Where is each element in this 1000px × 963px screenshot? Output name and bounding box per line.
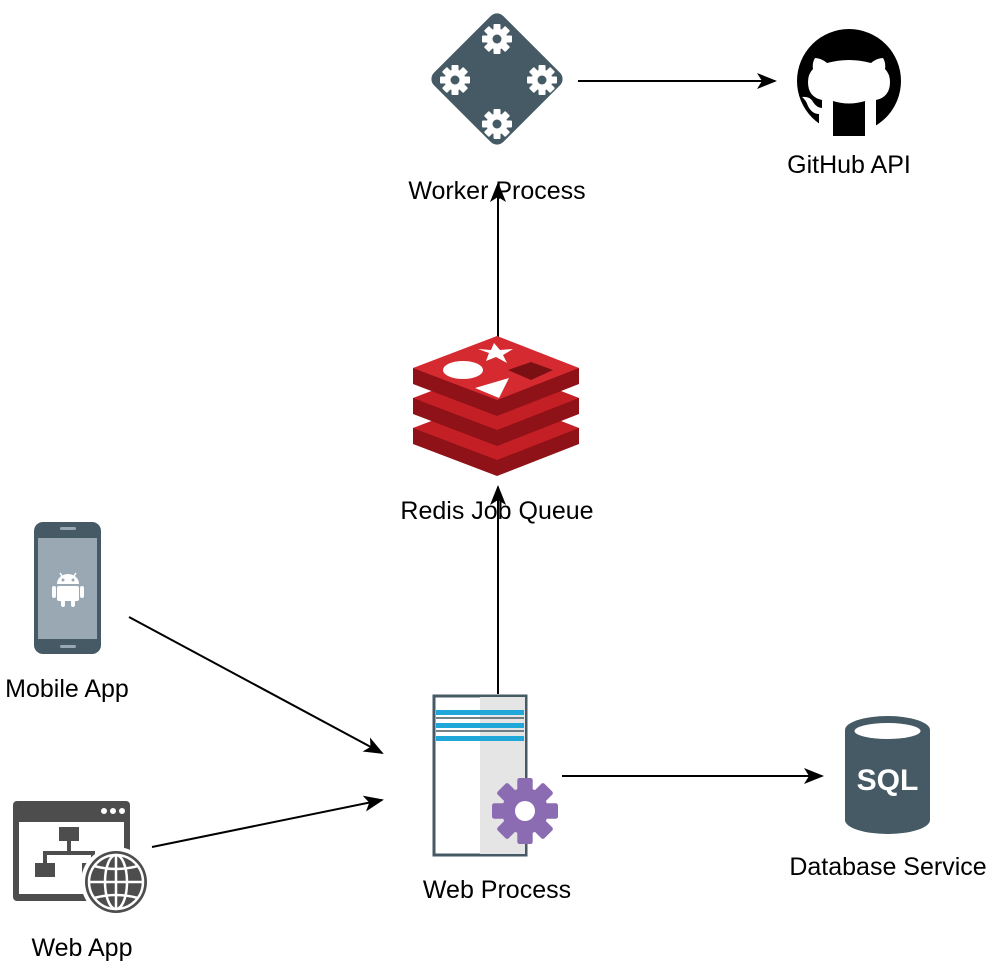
- redis-label: Redis Job Queue: [400, 497, 593, 525]
- github-label: GitHub API: [787, 151, 911, 179]
- sql-icon-text: SQL: [857, 764, 919, 797]
- server-gear-icon: [432, 694, 558, 857]
- web-node[interactable]: Web Process: [423, 694, 571, 904]
- mobile-label: Mobile App: [5, 675, 129, 703]
- worker-label: Worker Process: [408, 177, 585, 205]
- database-label: Database Service: [789, 853, 986, 881]
- webapp-label: Web App: [31, 934, 132, 962]
- edge-webapp-to-web: [151, 795, 384, 848]
- sql-database-icon: SQL: [845, 716, 930, 834]
- edge-mobile-to-web: [128, 616, 384, 754]
- web-label: Web Process: [423, 876, 571, 904]
- redis-node[interactable]: Redis Job Queue: [400, 336, 594, 525]
- github-node[interactable]: GitHub API: [787, 29, 911, 179]
- gear-diamond-icon: [431, 13, 563, 145]
- android-phone-icon: [34, 522, 101, 654]
- mobile-node[interactable]: Mobile App: [5, 522, 129, 703]
- database-node[interactable]: SQL Database Service: [789, 716, 987, 881]
- github-octocat-icon: [797, 29, 901, 136]
- web-sitemap-globe-icon: [13, 801, 151, 917]
- redis-logo-icon: [413, 336, 579, 476]
- edges: [128, 73, 824, 848]
- webapp-node[interactable]: Web App: [13, 801, 151, 962]
- worker-node[interactable]: Worker Process: [408, 10, 586, 205]
